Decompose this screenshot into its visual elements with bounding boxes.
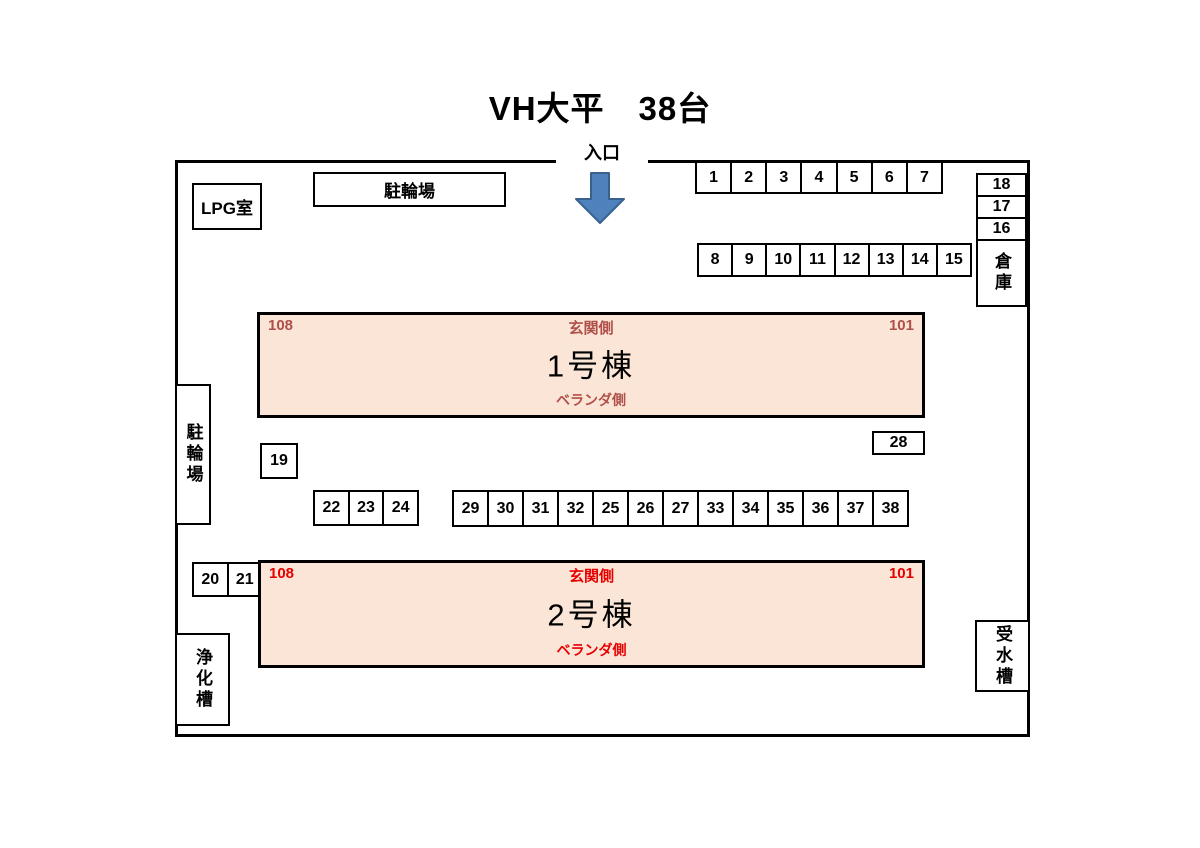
building-2-back-label: ベランダ側 — [556, 642, 627, 658]
parking-space-16: 16 — [976, 217, 1027, 241]
building-1-front-label: 玄関側 — [568, 320, 614, 337]
bicycle-parking-top-box: 駐輪場 — [313, 172, 506, 207]
septic-tank-box: 浄化槽 — [175, 633, 230, 726]
parking-space-25: 25 — [592, 490, 629, 527]
building-2-name: 2号棟 — [547, 597, 636, 633]
parking-space-22: 22 — [313, 490, 350, 526]
parking-space-6: 6 — [870, 161, 908, 194]
parking-space-5: 5 — [835, 161, 873, 194]
parking-space-13: 13 — [867, 243, 904, 277]
down-arrow-icon — [575, 172, 625, 224]
parking-space-33: 33 — [697, 490, 734, 527]
parking-space-23: 23 — [347, 490, 385, 526]
water-tank-box: 受水槽 — [975, 620, 1030, 692]
parking-space-8: 8 — [697, 243, 734, 277]
parking-space-4: 4 — [800, 161, 838, 194]
bicycle-parking-left-box: 駐輪場 — [175, 384, 211, 525]
building-2-front-label: 玄関側 — [568, 568, 614, 585]
parking-space-36: 36 — [802, 490, 839, 527]
entrance-label: 入口 — [584, 143, 620, 163]
building-1-back-label: ベランダ側 — [556, 392, 626, 408]
lpg-room-box: LPG室 — [192, 183, 262, 230]
building-1-name: 1号棟 — [546, 348, 636, 384]
parking-space-3: 3 — [765, 161, 803, 194]
parking-space-24: 24 — [382, 490, 420, 526]
parking-space-31: 31 — [522, 490, 559, 527]
parking-space-38: 38 — [872, 490, 909, 527]
parking-space-11: 11 — [799, 243, 836, 277]
parking-space-15: 15 — [935, 243, 972, 277]
parking-space-9: 9 — [731, 243, 768, 277]
parking-space-30: 30 — [487, 490, 524, 527]
building-2: 108 玄関側 101 2号棟 ベランダ側 — [258, 560, 925, 668]
parking-space-29: 29 — [452, 490, 489, 527]
building-1: 108 玄関側 101 1号棟 ベランダ側 — [257, 312, 925, 418]
building-1-left-unit: 108 — [268, 317, 294, 334]
parking-space-7: 7 — [905, 161, 943, 194]
parking-space-27: 27 — [662, 490, 699, 527]
parking-space-1: 1 — [695, 161, 733, 194]
warehouse-box: 倉庫 — [976, 239, 1027, 307]
parking-space-35: 35 — [767, 490, 804, 527]
parking-space-32: 32 — [557, 490, 594, 527]
building-1-top-labels: 108 玄関側 101 — [268, 317, 914, 338]
parking-space-37: 37 — [837, 490, 874, 527]
entrance-gap — [556, 157, 648, 169]
parking-space-12: 12 — [833, 243, 870, 277]
building-2-top-labels: 108 玄関側 101 — [269, 565, 914, 586]
parking-space-26: 26 — [627, 490, 664, 527]
parking-space-19: 19 — [260, 443, 298, 479]
parking-space-14: 14 — [901, 243, 938, 277]
parking-space-28: 28 — [872, 431, 925, 455]
building-1-right-unit: 101 — [888, 317, 914, 334]
diagram-title: VH大平 38台 — [488, 90, 712, 127]
parking-space-17: 17 — [976, 195, 1027, 219]
parking-space-2: 2 — [730, 161, 768, 194]
building-2-right-unit: 101 — [888, 565, 914, 582]
parking-space-34: 34 — [732, 490, 769, 527]
building-2-left-unit: 108 — [269, 565, 295, 582]
parking-space-20: 20 — [192, 562, 229, 597]
parking-space-10: 10 — [765, 243, 802, 277]
parking-space-18: 18 — [976, 173, 1027, 197]
